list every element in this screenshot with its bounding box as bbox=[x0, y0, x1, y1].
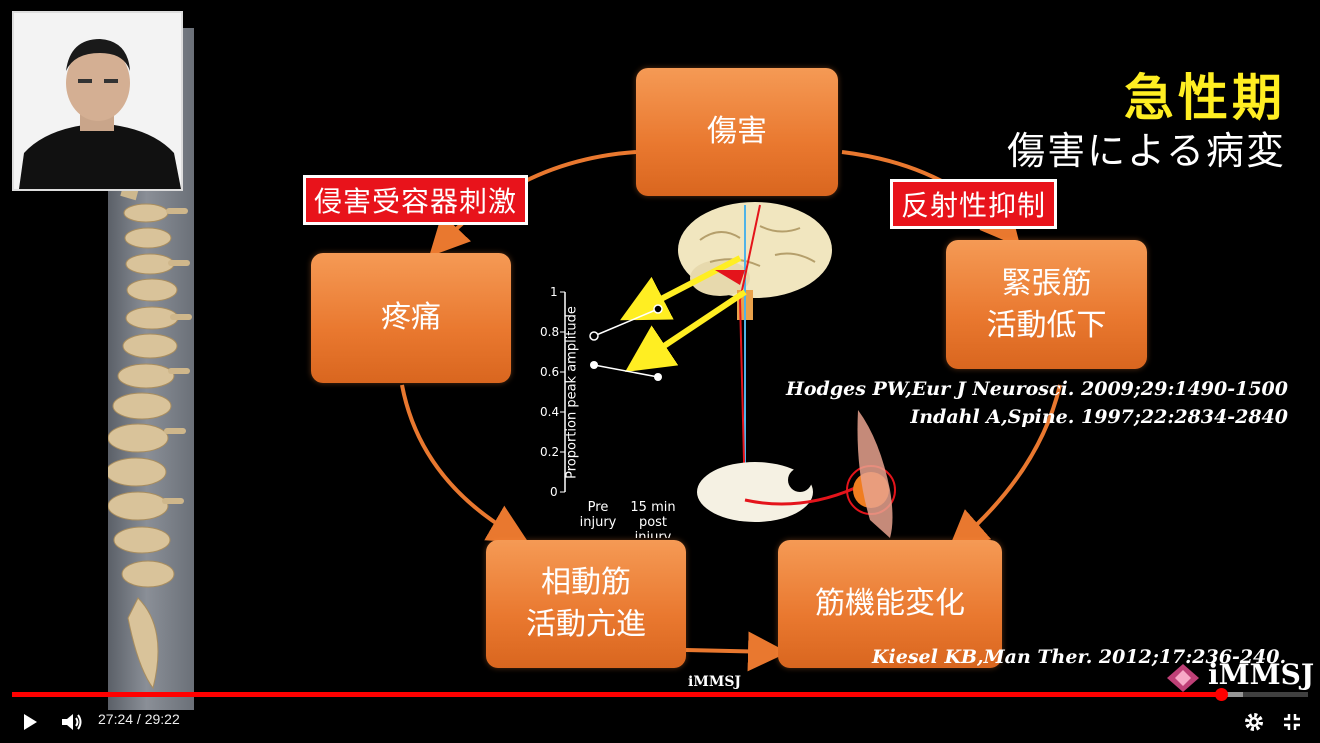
presenter-image bbox=[14, 13, 181, 189]
box-phasic-line1: 相動筋 bbox=[541, 565, 631, 600]
yellow-arrow-upper bbox=[620, 255, 742, 321]
watermark-small: iMMSJ bbox=[688, 674, 742, 690]
graph-x-label-post: 15 min post injury bbox=[630, 500, 676, 538]
volume-button[interactable] bbox=[56, 706, 88, 738]
box-muscle-change-label: 筋機能変化 bbox=[815, 586, 965, 621]
progress-bar[interactable] bbox=[12, 688, 1308, 701]
amplitude-graph bbox=[560, 291, 663, 493]
box-tension-muscle: 緊張筋 活動低下 bbox=[946, 240, 1147, 369]
brain-illustration bbox=[678, 202, 832, 501]
arrow-tension-to-muscle bbox=[947, 384, 1062, 551]
graph-tick: 0.2 bbox=[540, 445, 560, 459]
graph-tick: 0 bbox=[550, 485, 558, 499]
reference-hodges: Hodges PW,Eur J Neurosci. 2009;29:1490-1… bbox=[785, 378, 1288, 400]
yellow-arrow-lower bbox=[625, 289, 747, 372]
volume-icon bbox=[62, 714, 82, 730]
progress-scrubber[interactable] bbox=[1215, 688, 1229, 701]
play-icon bbox=[24, 714, 37, 730]
watermark-logo-text: iMMSJ bbox=[1208, 658, 1315, 691]
label-reflex-inhibition: 反射性抑制 bbox=[890, 179, 1058, 229]
exit-fullscreen-icon bbox=[1284, 714, 1300, 730]
label-nociceptor: 侵害受容器刺激 bbox=[303, 175, 529, 225]
reference-kiesel: Kiesel KB,Man Ther. 2012;17:236-240. bbox=[872, 646, 1287, 668]
box-injury: 傷害 bbox=[636, 68, 838, 196]
box-tension-line1: 緊張筋 bbox=[1001, 265, 1092, 301]
graph-tick: 1 bbox=[550, 285, 558, 299]
slide-title: 急性期 bbox=[1124, 69, 1286, 127]
box-pain-label: 疼痛 bbox=[381, 300, 441, 335]
immsj-logo-icon bbox=[1163, 660, 1203, 696]
webcam-overlay bbox=[12, 11, 183, 191]
graph-tick: 0.6 bbox=[540, 365, 560, 379]
graph-x-label-pre: Pre injury bbox=[579, 500, 617, 530]
exit-fullscreen-button[interactable] bbox=[1276, 706, 1308, 738]
box-phasic-muscle: 相動筋 活動亢進 bbox=[486, 540, 686, 668]
box-tension-line2: 活動低下 bbox=[986, 307, 1107, 343]
progress-buffered bbox=[1221, 692, 1244, 697]
arrow-phasic-to-muscle bbox=[685, 631, 788, 672]
slide-subtitle: 傷害による病変 bbox=[1007, 129, 1286, 173]
box-muscle-function-change: 筋機能変化 bbox=[778, 540, 1002, 668]
play-button[interactable] bbox=[14, 706, 46, 738]
gear-icon bbox=[1245, 713, 1263, 731]
progress-played bbox=[12, 692, 1222, 697]
graph-tick: 0.8 bbox=[540, 325, 560, 339]
box-phasic-line2: 活動亢進 bbox=[526, 607, 646, 642]
settings-button[interactable] bbox=[1238, 706, 1270, 738]
spine-illustration bbox=[105, 66, 192, 690]
time-display: 27:24 / 29:22 bbox=[98, 711, 180, 727]
graph-y-axis-label: Proportion peak amplitude bbox=[564, 306, 580, 479]
box-pain: 疼痛 bbox=[311, 253, 511, 383]
reference-indahl: Indahl A,Spine. 1997;22:2834-2840 bbox=[910, 406, 1288, 428]
arrow-pain-to-phasic bbox=[400, 384, 529, 544]
spinal-cross-section bbox=[697, 410, 896, 538]
box-injury-label: 傷害 bbox=[707, 114, 767, 149]
graph-tick: 0.4 bbox=[540, 405, 560, 419]
